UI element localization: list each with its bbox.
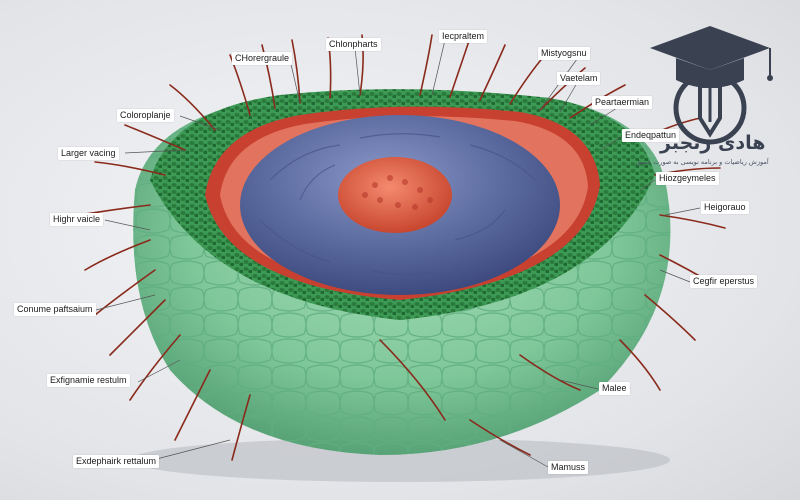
label-exdephaiic-rettalum: Exdephairk rettalum	[73, 455, 160, 468]
label-hiozgeymeles: Hiozgeymeles	[656, 172, 719, 185]
logo-tagline: آموزش ریاضیات و برنامه نویسی به صورت عمی…	[636, 158, 769, 166]
label-conume-paftsaium: Conume paftsaium	[14, 303, 96, 316]
logo-name: هادی رنجبر	[660, 132, 766, 154]
leader-lines	[95, 39, 701, 468]
label-malee: Malee	[599, 382, 630, 395]
label-iecpraltem: Iecpraltem	[439, 30, 488, 43]
label-chlonpharts: Chlonpharts	[326, 38, 381, 51]
nucleolus	[338, 157, 452, 233]
label-mamuss: Mamuss	[548, 461, 589, 474]
label-vaetelam: Vaetelam	[557, 72, 601, 85]
label-heigorauo: Heigorauo	[701, 201, 749, 214]
label-chorergraule: CHorergraule	[232, 52, 293, 65]
label-colorplanje: Coloroplanje	[117, 109, 174, 122]
label-cegfir-eperstus: Cegfir eperstus	[690, 275, 758, 288]
label-endeqpattun: Endeqpattun	[622, 129, 680, 142]
label-exfignamie-restulm: Exfignamie restulm	[47, 374, 130, 387]
label-larger-vacing: Larger vacing	[58, 147, 119, 160]
label-peartaermian: Peartaermian	[592, 96, 653, 109]
nucleolus-dots	[362, 175, 433, 210]
label-highr-vaicle: Highr vaicle	[50, 213, 104, 226]
nucleus-folds	[259, 133, 541, 276]
graduation-pencil-logo	[650, 26, 773, 145]
label-mistygasnu: Mistyogsnu	[538, 47, 590, 60]
cell-shadow	[130, 438, 670, 482]
